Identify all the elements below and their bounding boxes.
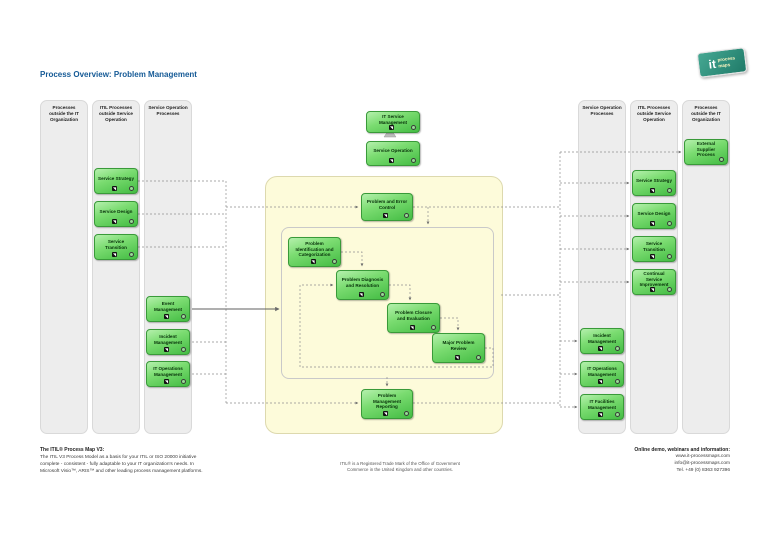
process-clock-icon (667, 221, 672, 226)
process-box-service-transition-left[interactable]: Service Transition ◥ (94, 234, 138, 260)
process-clock-icon (719, 157, 724, 162)
process-clock-icon (181, 314, 186, 319)
process-clock-icon (181, 379, 186, 384)
footer-trademark-line: ITIL® is a Registered Trade Mark of the … (340, 461, 460, 466)
footer-trademark-line: Commerce in the United Kingdom and other… (347, 467, 453, 473)
process-clock-icon (129, 186, 134, 191)
subprocess-link-icon: ◥ (112, 219, 117, 224)
process-box-it-operations-management-right[interactable]: IT Operations Management ◥ (580, 361, 624, 387)
process-clock-icon (380, 292, 385, 297)
process-box-incident-management-left[interactable]: Incident Management ◥ (146, 329, 190, 355)
subprocess-link-icon: ◥ (650, 188, 655, 193)
subprocess-link-icon: ◥ (383, 411, 388, 416)
subprocess-link-icon: ◥ (454, 355, 460, 360)
process-box-service-operation[interactable]: Service Operation ◥ (366, 141, 420, 166)
footer-contact-info: Online demo, webinars and information: w… (634, 447, 730, 475)
logo-it-text: it (707, 56, 717, 72)
process-box-problem-management-reporting[interactable]: Problem Management Reporting ◥ (361, 389, 413, 419)
lane-header: Service Operation Processes (582, 105, 622, 116)
lane-header: Processes outside the IT Organization (49, 105, 79, 122)
process-clock-icon (129, 252, 134, 257)
footer-phone: Tel. +49 (0) 8363 927396 (676, 468, 730, 474)
subprocess-link-icon: ◥ (112, 186, 117, 191)
process-clock-icon (411, 158, 416, 163)
process-clock-icon (332, 259, 337, 264)
subprocess-link-icon: ◥ (598, 346, 603, 351)
footer-product-line: complete - consistent - fully adaptable … (40, 461, 194, 467)
process-clock-icon (615, 412, 620, 417)
it-process-maps-logo: it process maps (696, 47, 748, 78)
subprocess-link-icon: ◥ (358, 292, 364, 297)
process-box-service-strategy-left[interactable]: Service Strategy ◥ (94, 168, 138, 194)
subprocess-link-icon: ◥ (598, 379, 603, 384)
process-clock-icon (476, 355, 481, 360)
process-box-problem-closure-and-evaluation[interactable]: Problem Closure and Evaluation ◥ (387, 303, 440, 333)
process-box-problem-identification-and-categorization[interactable]: Problem Identification and Categorizatio… (288, 237, 341, 267)
process-box-major-problem-review[interactable]: Major Problem Review ◥ (432, 333, 485, 363)
process-clock-icon (404, 411, 409, 416)
process-box-service-design-left[interactable]: Service Design ◥ (94, 201, 138, 227)
process-box-continual-service-improvement-right[interactable]: Continual Service Improvement ◥ (632, 269, 676, 295)
subprocess-link-icon: ◥ (389, 125, 394, 130)
footer-product-title: The ITIL® Process Map V3: (40, 447, 105, 453)
lane-itil-outside-so-left: ITIL Processes outside Service Operation (92, 100, 140, 434)
process-box-it-facilities-management-right[interactable]: IT Facilities Management ◥ (580, 394, 624, 420)
process-clock-icon (667, 254, 672, 259)
subprocess-link-icon: ◥ (383, 213, 388, 218)
problem-control-subscope-area (281, 227, 494, 379)
footer-email-link[interactable]: info@it-processmaps.com (674, 461, 730, 467)
footer-trademark-notice: ITIL® is a Registered Trade Mark of the … (284, 461, 516, 474)
subprocess-link-icon: ◥ (598, 412, 603, 417)
process-clock-icon (667, 287, 672, 292)
process-box-incident-management-right[interactable]: Incident Management ◥ (580, 328, 624, 354)
lane-header: Service Operation Processes (148, 105, 188, 116)
process-box-external-supplier-process[interactable]: External Supplier Process (684, 139, 728, 165)
footer-website-link[interactable]: www.it-processmaps.com (675, 454, 730, 460)
process-clock-icon (129, 219, 134, 224)
process-box-problem-diagnosis-and-resolution[interactable]: Problem Diagnosis and Resolution ◥ (336, 270, 389, 300)
process-clock-icon (404, 213, 409, 218)
subprocess-link-icon: ◥ (164, 314, 169, 319)
lane-header: ITIL Processes outside Service Operation (637, 105, 671, 122)
subprocess-link-icon: ◥ (164, 347, 169, 352)
subprocess-link-icon: ◥ (650, 221, 655, 226)
page-title: Process Overview: Problem Management (40, 70, 197, 79)
process-clock-icon (667, 188, 672, 193)
process-box-event-management-left[interactable]: Event Management ◥ (146, 296, 190, 322)
lane-header: Processes outside the IT Organization (691, 105, 721, 122)
subprocess-link-icon: ◥ (409, 325, 415, 330)
process-clock-icon (411, 125, 416, 130)
footer-contact-title: Online demo, webinars and information: (634, 447, 730, 453)
process-clock-icon (615, 379, 620, 384)
subprocess-link-icon: ◥ (112, 252, 117, 257)
lane-outside-it-org-left: Processes outside the IT Organization (40, 100, 88, 434)
footer-product-line: Microsoft Visio™, ARIS™ and other leadin… (40, 468, 203, 474)
process-box-problem-and-error-control[interactable]: Problem and Error Control ◥ (361, 193, 413, 221)
process-box-service-strategy-right[interactable]: Service Strategy ◥ (632, 170, 676, 196)
subprocess-link-icon: ◥ (389, 158, 394, 163)
subprocess-link-icon: ◥ (164, 379, 169, 384)
process-box-it-operations-management-left[interactable]: IT Operations Management ◥ (146, 361, 190, 387)
logo-subtext: process maps (717, 55, 736, 68)
lane-itil-outside-so-right: ITIL Processes outside Service Operation (630, 100, 678, 434)
subprocess-link-icon: ◥ (650, 254, 655, 259)
process-clock-icon (431, 325, 436, 330)
subprocess-link-icon: ◥ (310, 259, 316, 264)
subprocess-link-icon: ◥ (650, 287, 655, 292)
process-clock-icon (615, 346, 620, 351)
footer-product-line: The ITIL V3 Process Model as a basis for… (40, 454, 197, 460)
lane-header: ITIL Processes outside Service Operation (99, 105, 133, 122)
process-box-it-service-management[interactable]: IT Service Management ◥ (366, 111, 420, 133)
footer-product-info: The ITIL® Process Map V3: The ITIL V3 Pr… (40, 447, 260, 476)
process-box-service-transition-right[interactable]: Service Transition ◥ (632, 236, 676, 262)
process-clock-icon (181, 347, 186, 352)
process-box-service-design-right[interactable]: Service Design ◥ (632, 203, 676, 229)
